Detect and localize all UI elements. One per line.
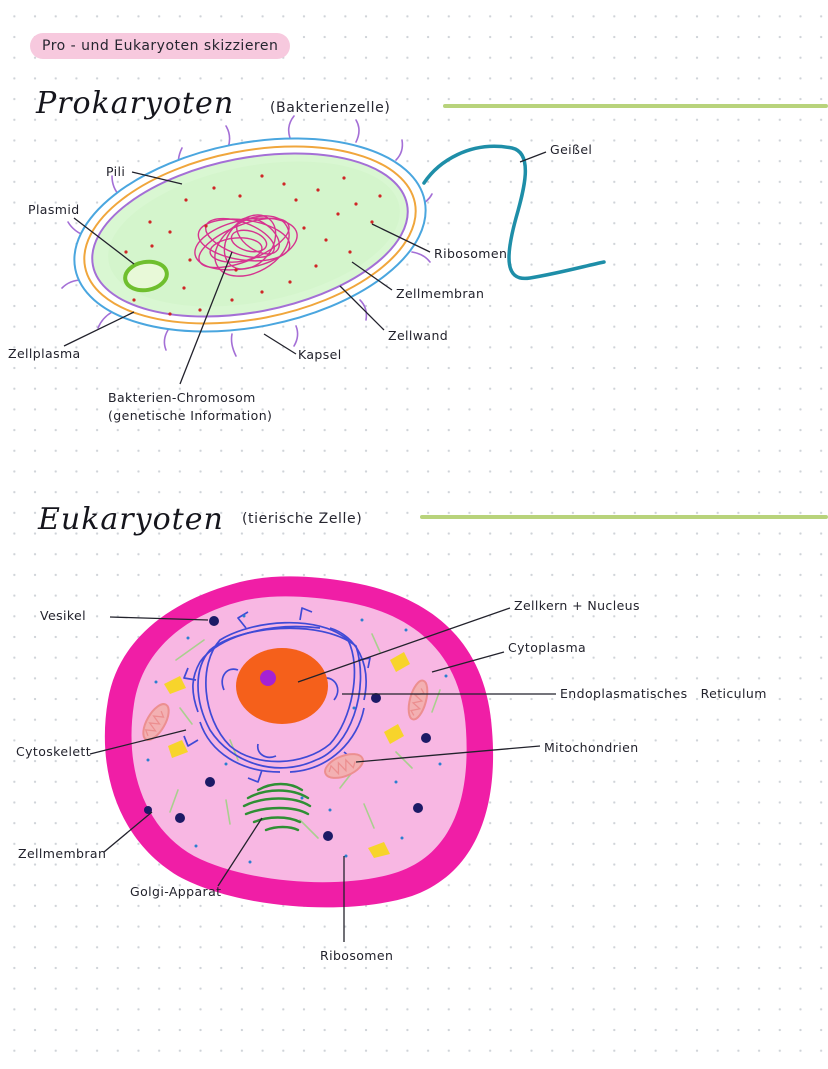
label-golgi: Golgi-Apparat xyxy=(130,884,222,899)
eukaryote-subtitle: (tierische Zelle) xyxy=(242,511,363,527)
label-ribosomen-pro: Ribosomen xyxy=(434,246,508,261)
label-vesikel: Vesikel xyxy=(40,608,87,623)
bacterial-chromosome xyxy=(194,214,298,277)
label-zellmembran-euk: Zellmembran xyxy=(18,846,107,861)
ribosomes-euk xyxy=(146,614,448,864)
eukaryote-cell xyxy=(89,576,556,942)
prokaryote-cell xyxy=(61,115,606,385)
label-pili: Pili xyxy=(106,164,126,179)
label-geissel: Geißel xyxy=(550,142,593,157)
label-zellmembran-pro: Zellmembran xyxy=(396,286,485,301)
nucleus xyxy=(236,648,328,724)
mitochondria xyxy=(142,679,429,779)
label-zellwand: Zellwand xyxy=(388,328,449,343)
cytoskeleton xyxy=(169,633,441,839)
nucleolus xyxy=(260,670,276,686)
label-plasmid: Plasmid xyxy=(28,202,80,217)
ribosomes xyxy=(124,174,382,316)
eukaryote-title: Eukaryoten xyxy=(38,502,224,537)
label-chromosom-line2: (genetische Information) xyxy=(108,408,273,423)
cytoplasm xyxy=(108,161,400,307)
label-zellkern: Zellkern + Nucleus xyxy=(514,598,640,613)
label-mitochondrien: Mitochondrien xyxy=(544,740,639,755)
label-chromosom-line1: Bakterien-Chromosom xyxy=(108,390,256,405)
label-kapsel: Kapsel xyxy=(298,347,342,362)
cytoplasm-euk xyxy=(131,596,467,883)
cell-wall xyxy=(83,145,417,325)
golgi-apparatus xyxy=(242,782,312,832)
vesicles xyxy=(144,616,431,841)
label-zellplasma: Zellplasma xyxy=(8,346,81,361)
eukaryote-leaders xyxy=(89,607,556,942)
plasmid xyxy=(123,259,169,293)
yellow-organelles xyxy=(164,652,410,858)
prokaryote-title: Prokaryoten xyxy=(36,86,235,121)
topic-tag: Pro - und Eukaryoten skizzieren xyxy=(30,33,291,59)
prokaryote-subtitle: (Bakterienzelle) xyxy=(270,100,391,116)
label-cytoskelett: Cytoskelett xyxy=(16,744,92,759)
label-er: Endoplasmatisches Reticulum xyxy=(560,686,767,701)
endoplasmic-reticulum xyxy=(183,607,371,783)
prokaryote-leaders xyxy=(63,151,547,385)
flagellum xyxy=(422,144,606,281)
label-cytoplasma: Cytoplasma xyxy=(508,640,587,655)
prokaryote-divider xyxy=(443,104,828,108)
label-ribosomen-euk: Ribosomen xyxy=(320,948,394,963)
eukaryote-divider xyxy=(420,515,828,519)
